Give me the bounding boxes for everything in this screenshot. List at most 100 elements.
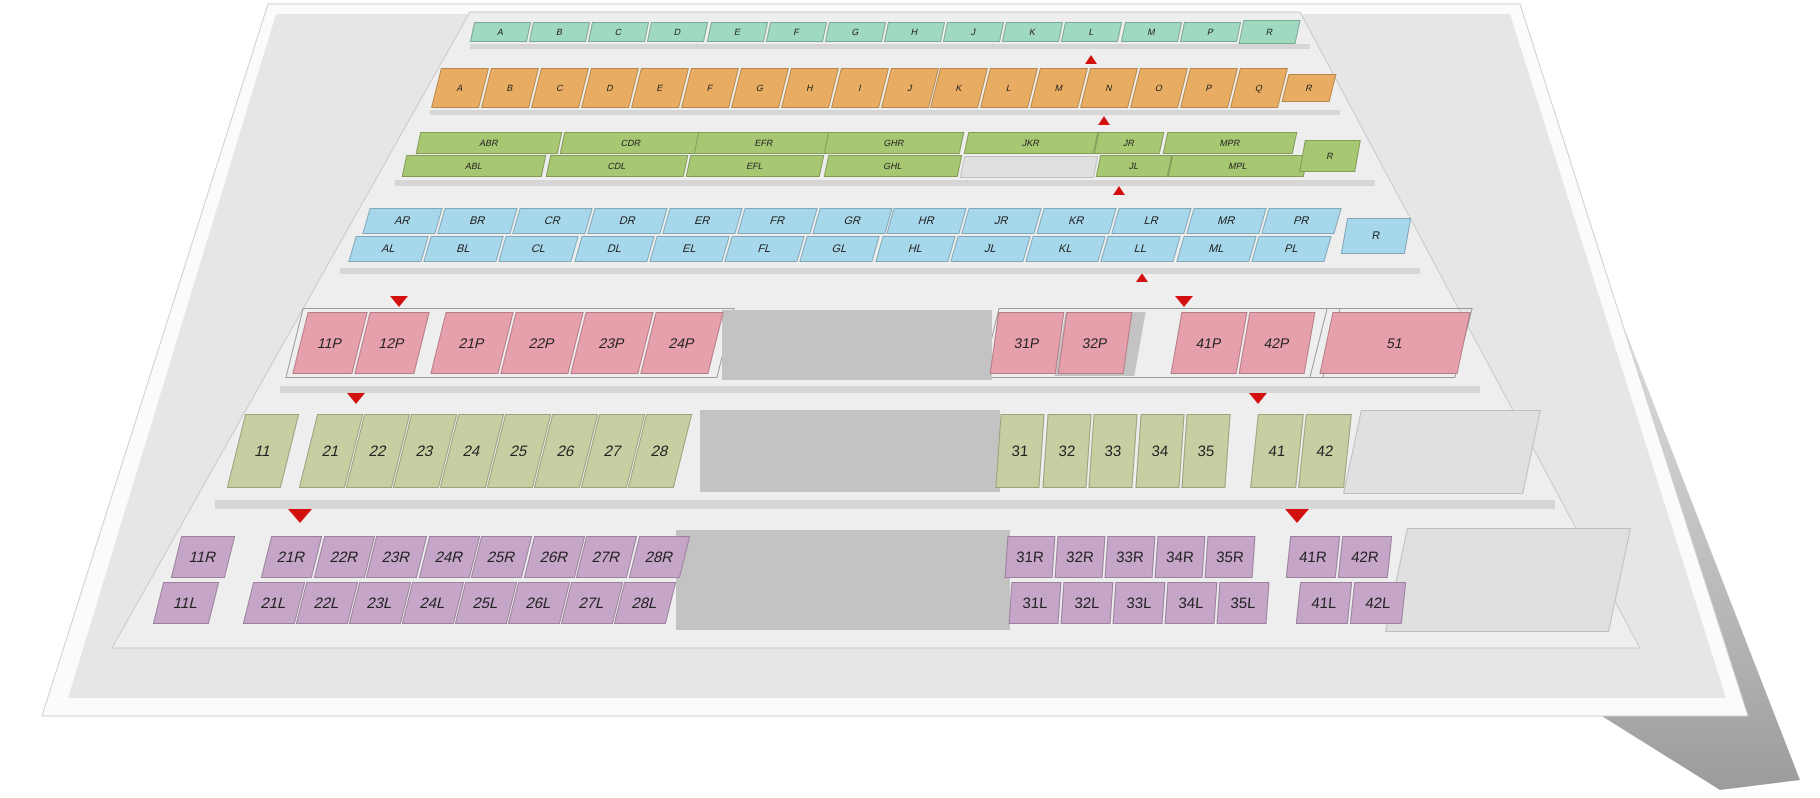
cell-c-right[interactable]: R: [1299, 140, 1361, 172]
cell-b-17[interactable]: R: [1281, 74, 1337, 102]
cell-g-r2-top-0[interactable]: 41R: [1285, 536, 1341, 578]
cell-a-10[interactable]: L: [1061, 22, 1123, 42]
cell-g-left-top[interactable]: 11R: [170, 536, 236, 578]
cell-a-3[interactable]: D: [647, 22, 709, 42]
cell-d-bot-5[interactable]: FL: [724, 236, 806, 262]
cell-g-r2-top-1[interactable]: 42R: [1337, 536, 1393, 578]
cell-g-mid-top-3[interactable]: 24R: [418, 536, 480, 578]
cell-g-mid-top-0[interactable]: 21R: [260, 536, 323, 578]
cell-g-mid-bot-1[interactable]: 22L: [295, 582, 359, 624]
cell-d-top-9[interactable]: KR: [1036, 208, 1117, 234]
cell-b-0[interactable]: A: [431, 68, 489, 108]
cell-d-top-10[interactable]: LR: [1111, 208, 1192, 234]
cell-e-r2-1[interactable]: 42P: [1238, 312, 1316, 374]
cell-b-16[interactable]: Q: [1230, 68, 1289, 108]
cell-f-r1-3[interactable]: 34: [1134, 414, 1185, 488]
cell-g-left-bot[interactable]: 11L: [152, 582, 220, 624]
cell-g-mid-top-7[interactable]: 28R: [628, 536, 690, 578]
cell-b-5[interactable]: F: [680, 68, 739, 108]
cell-d-bot-2[interactable]: CL: [498, 236, 580, 262]
cell-b-13[interactable]: N: [1080, 68, 1139, 108]
cell-e-big[interactable]: 51: [1319, 312, 1471, 374]
cell-a-9[interactable]: K: [1002, 22, 1064, 42]
cell-b-6[interactable]: G: [730, 68, 789, 108]
cell-g-mid-bot-4[interactable]: 25L: [454, 582, 518, 624]
cell-d-bot-7[interactable]: HL: [874, 236, 956, 262]
cell-f-r2-1[interactable]: 42: [1298, 414, 1352, 488]
cell-g-r1-top-3[interactable]: 34R: [1154, 536, 1206, 578]
cell-a-6[interactable]: G: [824, 22, 887, 42]
cell-d-top-11[interactable]: MR: [1186, 208, 1267, 234]
cell-b-11[interactable]: L: [980, 68, 1039, 108]
cell-d-bot-4[interactable]: EL: [649, 236, 730, 262]
cell-c-bot-2[interactable]: EFL: [685, 155, 825, 177]
cell-b-3[interactable]: D: [580, 68, 639, 108]
cell-c-top-0[interactable]: ABR: [415, 132, 563, 154]
cell-d-top-12[interactable]: PR: [1261, 208, 1342, 234]
cell-b-8[interactable]: I: [830, 68, 889, 108]
cell-e-r1-0[interactable]: 31P: [989, 312, 1065, 374]
cell-b-1[interactable]: B: [480, 68, 539, 108]
cell-a-11[interactable]: M: [1120, 22, 1182, 42]
cell-d-bot-1[interactable]: BL: [423, 236, 505, 262]
cell-c-bot-4[interactable]: JL: [1095, 155, 1173, 177]
cell-b-2[interactable]: C: [530, 68, 589, 108]
cell-g-r1-bot-1[interactable]: 32L: [1060, 582, 1114, 624]
cell-g-r2-bot-1[interactable]: 42L: [1349, 582, 1407, 624]
cell-d-top-7[interactable]: HR: [886, 208, 968, 234]
cell-a-1[interactable]: B: [529, 22, 591, 42]
cell-f-r2-0[interactable]: 41: [1250, 414, 1304, 488]
cell-g-mid-bot-5[interactable]: 26L: [507, 582, 571, 624]
cell-d-right[interactable]: R: [1340, 218, 1412, 254]
cell-c-top-4[interactable]: JKR: [963, 132, 1099, 154]
cell-g-r2-bot-0[interactable]: 41L: [1295, 582, 1353, 624]
cell-d-top-3[interactable]: DR: [587, 208, 668, 234]
cell-g-mid-bot-7[interactable]: 28L: [613, 582, 677, 624]
cell-d-top-1[interactable]: BR: [437, 208, 518, 234]
cell-g-r1-bot-0[interactable]: 31L: [1008, 582, 1062, 624]
cell-d-bot-0[interactable]: AL: [348, 236, 429, 262]
cell-c-top-1[interactable]: CDR: [559, 132, 703, 154]
cell-d-top-2[interactable]: CR: [512, 208, 593, 234]
cell-d-bot-10[interactable]: LL: [1100, 236, 1182, 262]
cell-f-r1-0[interactable]: 31: [995, 414, 1045, 488]
cell-b-14[interactable]: O: [1130, 68, 1189, 108]
cell-g-r1-top-4[interactable]: 35R: [1204, 536, 1256, 578]
cell-b-9[interactable]: J: [880, 68, 939, 108]
cell-d-top-4[interactable]: ER: [661, 208, 743, 234]
cell-d-bot-8[interactable]: JL: [950, 236, 1031, 262]
cell-c-top-2[interactable]: EFR: [693, 132, 835, 154]
cell-c-top-5[interactable]: JR: [1093, 132, 1165, 154]
cell-e-r1-1[interactable]: 32P: [1057, 312, 1133, 374]
cell-d-top-5[interactable]: FR: [736, 208, 818, 234]
cell-d-bot-11[interactable]: ML: [1175, 236, 1257, 262]
cell-d-bot-3[interactable]: DL: [573, 236, 655, 262]
cell-c-bot-0[interactable]: ABL: [401, 155, 547, 177]
cell-a-12[interactable]: P: [1179, 22, 1241, 42]
cell-a-8[interactable]: J: [943, 22, 1005, 42]
cell-g-r1-top-1[interactable]: 32R: [1054, 536, 1106, 578]
cell-b-12[interactable]: M: [1030, 68, 1089, 108]
cell-c-top-3[interactable]: GHR: [823, 132, 965, 154]
cell-g-r1-bot-2[interactable]: 33L: [1112, 582, 1166, 624]
cell-f-r1-4[interactable]: 35: [1181, 414, 1231, 488]
cell-d-top-0[interactable]: AR: [362, 208, 443, 234]
cell-b-15[interactable]: P: [1180, 68, 1239, 108]
cell-d-top-6[interactable]: GR: [811, 208, 893, 234]
cell-a-5[interactable]: F: [765, 22, 827, 42]
cell-c-bot-1[interactable]: CDL: [545, 155, 689, 177]
cell-b-10[interactable]: K: [930, 68, 989, 108]
cell-g-mid-bot-0[interactable]: 21L: [242, 582, 306, 624]
cell-d-top-8[interactable]: JR: [961, 208, 1043, 234]
cell-a-2[interactable]: C: [588, 22, 650, 42]
cell-a-13[interactable]: R: [1238, 20, 1301, 44]
cell-b-4[interactable]: E: [630, 68, 689, 108]
cell-b-7[interactable]: H: [780, 68, 839, 108]
cell-e-r2-0[interactable]: 41P: [1170, 312, 1248, 374]
cell-g-r1-top-0[interactable]: 31R: [1004, 536, 1056, 578]
cell-d-bot-6[interactable]: GL: [799, 236, 881, 262]
cell-g-mid-bot-2[interactable]: 23L: [348, 582, 412, 624]
cell-a-0[interactable]: A: [469, 22, 532, 42]
cell-g-mid-top-4[interactable]: 25R: [470, 536, 533, 578]
cell-d-bot-12[interactable]: PL: [1251, 236, 1332, 262]
